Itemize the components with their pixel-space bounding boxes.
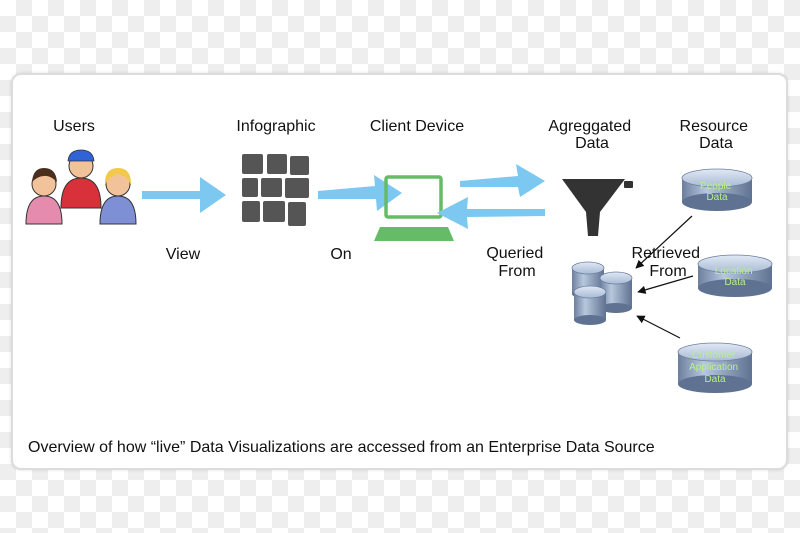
arrow-device-to-aggregated (460, 164, 545, 197)
edge-label-queried-from: Queried From (486, 245, 547, 280)
database-icon-customer-application: Customer Application Data (677, 342, 753, 393)
arrow-aggregated-to-device (437, 197, 545, 229)
node-label-infographic: Infographic (236, 118, 315, 135)
infographic-icon (242, 154, 309, 226)
resource-line-1: Resource (680, 118, 749, 135)
edge-label-on: On (330, 246, 351, 263)
arrow-customer-to-stack (636, 315, 681, 339)
users-icon (25, 149, 137, 225)
arrow-infographic-to-device (318, 175, 402, 211)
database-stack-icon (571, 261, 633, 325)
node-label-client-device: Client Device (370, 118, 464, 135)
resource-line-2: Data (699, 135, 733, 152)
edge-label-retrieved-from: Retrieved From (632, 245, 705, 280)
diagram-caption: Overview of how “live” Data Visualizatio… (28, 439, 655, 456)
db-label-customer-application: Customer Application Data (689, 350, 741, 385)
queried-line-1: Queried (486, 245, 543, 262)
edge-label-view: View (166, 246, 201, 263)
db-label-location: Location Data (715, 266, 756, 288)
aggregated-line-1: Agreggated (548, 118, 631, 135)
laptop-icon (374, 175, 454, 241)
arrow-users-to-infographic (142, 177, 226, 213)
retrieved-line-1: Retrieved (632, 245, 700, 262)
db-label-people: People Data (700, 181, 734, 203)
database-icon-people: People Data (681, 168, 753, 211)
aggregated-line-2: Data (575, 135, 609, 152)
diagram-panel (11, 73, 788, 470)
node-label-users: Users (53, 118, 95, 135)
retrieved-line-2: From (649, 263, 686, 280)
arrow-location-to-stack (637, 275, 694, 294)
database-icon-location: Location Data (697, 254, 773, 297)
queried-line-2: From (498, 263, 535, 280)
funnel-icon (562, 179, 633, 236)
db-cylinder-front (573, 285, 607, 325)
arrow-people-to-stack (635, 215, 693, 269)
node-label-resource-data: Resource Data (680, 118, 753, 152)
node-label-aggregated-data: Agreggated Data (548, 118, 635, 152)
